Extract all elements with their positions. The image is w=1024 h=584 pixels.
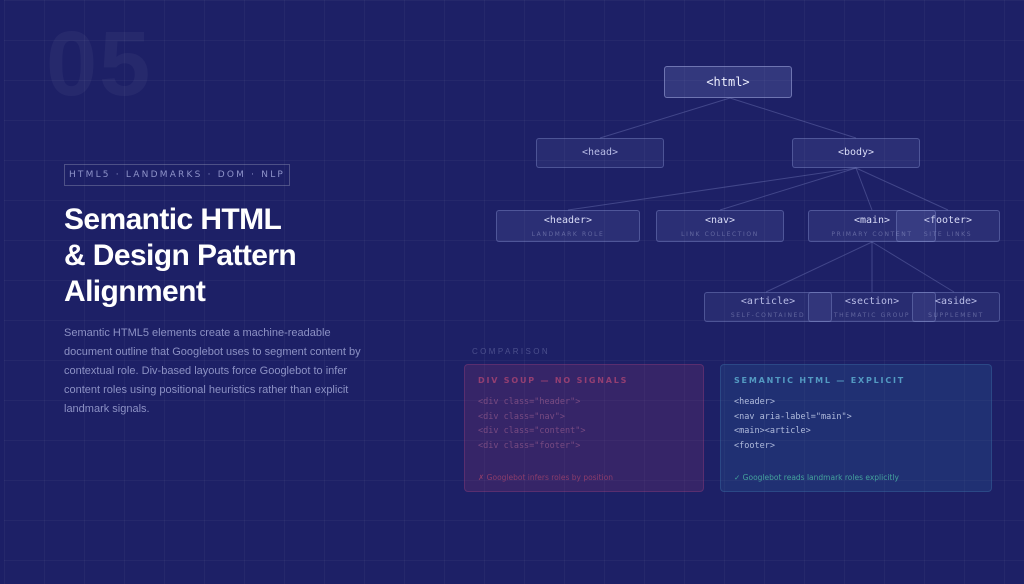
panel-verdict: ✓ Googlebot reads landmark roles explici… xyxy=(734,473,899,482)
slide-description: Semantic HTML5 elements create a machine… xyxy=(64,324,361,419)
edge-html-body xyxy=(729,97,857,139)
code-line: <nav aria-label="main"> xyxy=(734,411,852,422)
edge-body-header xyxy=(567,167,857,211)
code-line: <div class="content"> xyxy=(478,426,586,436)
node-role-label: LINK COLLECTION xyxy=(681,230,759,238)
dom-node-article: <article> SELF-CONTAINED xyxy=(704,292,832,322)
node-role-label: SITE LINKS xyxy=(923,230,973,238)
node-role-label: LANDMARK ROLE xyxy=(531,230,605,238)
code-line: <div class="footer"> xyxy=(478,440,581,451)
node-tag: <header> xyxy=(543,214,593,226)
dom-node-header: <header> LANDMARK ROLE xyxy=(496,210,640,242)
edge-html-head xyxy=(599,97,731,139)
node-tag: <html> xyxy=(706,75,750,89)
description-line: landmark signals. xyxy=(64,403,150,415)
panel-title: SEMANTIC HTML — EXPLICIT xyxy=(734,376,906,385)
edge-body-footer xyxy=(855,167,949,211)
dom-node-html: <html> xyxy=(664,66,792,98)
comparison-label: COMPARISON xyxy=(472,347,551,356)
slide-number: 05 xyxy=(46,18,152,110)
edge-main-aside xyxy=(871,241,955,293)
code-line: <div class="header"> xyxy=(478,397,581,407)
node-tag: <footer> xyxy=(923,214,973,226)
description-line: Semantic HTML5 elements create a machine… xyxy=(64,327,331,339)
node-role-label: THEMATIC GROUP xyxy=(833,311,911,319)
edge-main-article xyxy=(765,241,873,293)
node-tag: <article> xyxy=(740,295,796,307)
description-line: contextual role. Div-based layouts force… xyxy=(64,365,348,377)
node-tag: <aside> xyxy=(934,295,978,307)
panel-verdict: ✗ Googlebot infers roles by position xyxy=(478,473,614,482)
title-line: Semantic HTML xyxy=(64,203,282,236)
code-line: <footer> xyxy=(734,440,775,451)
node-tag: <nav> xyxy=(704,214,736,226)
dom-node-section: <section> THEMATIC GROUP xyxy=(808,292,936,322)
dom-node-main: <main> PRIMARY CONTENT xyxy=(808,210,936,242)
edge-body-main xyxy=(855,167,873,211)
code-line: <div class="nav"> xyxy=(478,411,565,422)
node-tag: <main> xyxy=(853,214,891,226)
node-role-label: PRIMARY CONTENT xyxy=(831,230,913,238)
slide: 05 HTML5 · LANDMARKS · DOM · NLP Semanti… xyxy=(4,0,1024,584)
div-soup-panel: DIV SOUP — NO SIGNALS <div class="header… xyxy=(464,364,704,492)
description-line: content roles using positional heuristic… xyxy=(64,384,349,396)
panel-title: DIV SOUP — NO SIGNALS xyxy=(478,376,629,385)
node-tag: <body> xyxy=(837,147,875,158)
title-line: Alignment xyxy=(64,275,206,308)
semantic-html-panel: SEMANTIC HTML — EXPLICIT <header> <nav a… xyxy=(720,364,992,492)
node-role-label: SUPPLEMENT xyxy=(928,311,984,319)
edge-body-nav xyxy=(719,167,857,211)
slide-title: Semantic HTML & Design Pattern Alignment xyxy=(64,202,384,310)
description-line: document outline that Googlebot uses to … xyxy=(64,346,361,358)
title-line: & Design Pattern xyxy=(64,239,297,272)
dom-node-aside: <aside> SUPPLEMENT xyxy=(912,292,1000,322)
dom-node-head: <head> xyxy=(536,138,664,168)
dom-node-nav: <nav> LINK COLLECTION xyxy=(656,210,784,242)
code-line: <header> xyxy=(734,397,775,407)
node-tag: <section> xyxy=(844,295,900,307)
dom-node-body: <body> xyxy=(792,138,920,168)
code-line: <main><article> xyxy=(734,426,811,436)
dom-node-footer: <footer> SITE LINKS xyxy=(896,210,1000,242)
node-tag: <head> xyxy=(581,147,619,158)
node-role-label: SELF-CONTAINED xyxy=(730,311,806,319)
topic-tagline: HTML5 · LANDMARKS · DOM · NLP xyxy=(64,164,290,186)
